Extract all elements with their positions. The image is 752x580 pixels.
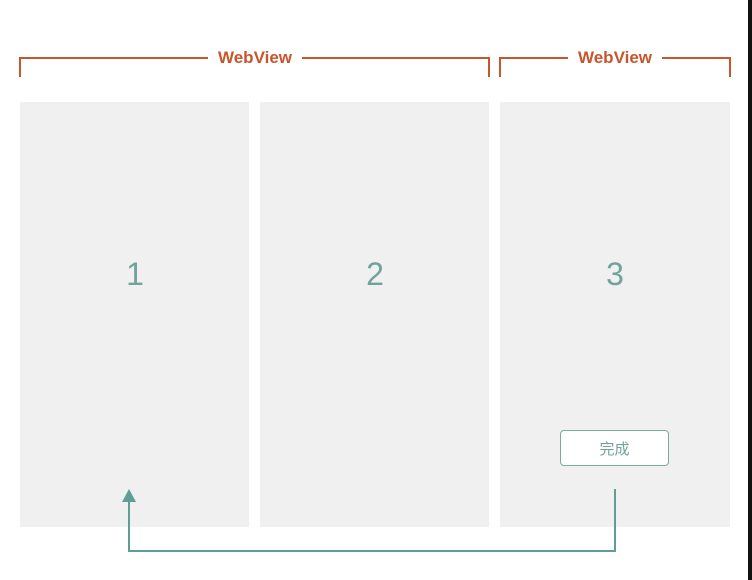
window-edge [748, 0, 752, 580]
page-number-3: 3 [606, 256, 624, 292]
webview-label-left: WebView [207, 48, 303, 68]
page-panel-1 [20, 102, 249, 527]
done-button[interactable]: 完成 [560, 430, 669, 466]
return-arrow-line [128, 489, 616, 552]
arrow-head-icon [122, 489, 136, 502]
page-number-2: 2 [366, 256, 384, 292]
webview-label-right: WebView [567, 48, 663, 68]
page-panel-2 [260, 102, 489, 527]
page-number-1: 1 [126, 256, 144, 292]
